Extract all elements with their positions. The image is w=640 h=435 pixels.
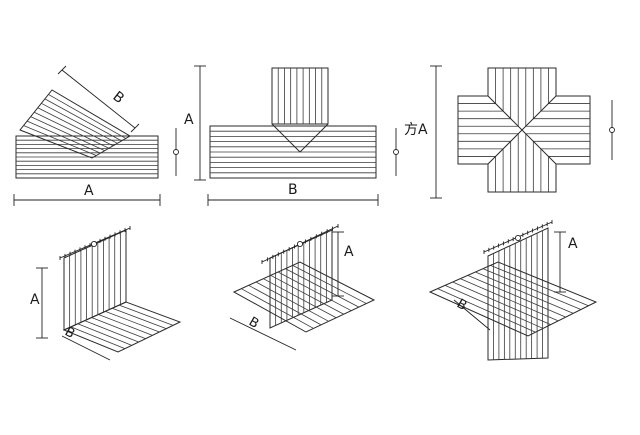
panel-t-joint: A B <box>184 65 399 206</box>
board-outline <box>209 125 377 179</box>
dimension-b-line <box>61 335 111 361</box>
plank-line <box>77 323 132 346</box>
plank-line <box>490 264 589 307</box>
section-mark <box>173 128 179 176</box>
dimension-b-line <box>453 299 491 331</box>
plank-line <box>44 98 122 142</box>
board-outline <box>271 67 329 125</box>
plank-line <box>84 320 139 343</box>
plank-line <box>41 102 118 144</box>
plank-line <box>452 281 551 326</box>
plank-line <box>48 94 126 139</box>
miter-line <box>521 95 557 131</box>
dimension-a-label: A <box>84 183 94 199</box>
plank-line <box>30 116 105 152</box>
panel-3d-l-joint <box>36 226 182 361</box>
diagonal-board <box>19 89 131 159</box>
plank-line <box>285 268 360 308</box>
dimension-a-label: A <box>184 112 194 128</box>
plank-line <box>34 111 110 149</box>
dimension-b <box>207 194 379 206</box>
plank-line <box>112 307 167 330</box>
plank-line <box>91 317 146 340</box>
plank-line <box>248 284 322 326</box>
miter-line <box>521 129 557 165</box>
plank-line <box>105 310 160 333</box>
plank-line <box>255 281 329 322</box>
panel-cross-joint: 方A <box>404 65 615 199</box>
plank-line <box>263 278 337 319</box>
rail-marker <box>90 240 98 248</box>
plank-line <box>437 288 536 333</box>
dimension-a-label: A <box>30 292 40 308</box>
rail-marker <box>514 234 522 242</box>
panel-angled-joint: B A <box>13 65 179 206</box>
dimension-a <box>430 65 442 199</box>
plank-line <box>460 278 559 322</box>
t-vertical-board <box>271 67 329 153</box>
plank-line <box>277 271 352 312</box>
dimension-a-label: A <box>344 244 354 260</box>
plank-line <box>70 326 126 350</box>
miter-line <box>487 129 523 165</box>
dimension-a-label: A <box>568 236 578 252</box>
panel-3d-t-joint <box>229 224 376 351</box>
plank-line <box>98 314 153 336</box>
rail-marker <box>296 240 304 248</box>
plank-line <box>444 284 544 329</box>
cross-boards <box>457 67 591 193</box>
section-mark <box>609 100 615 160</box>
miter-line <box>299 123 329 153</box>
plank-line <box>23 125 97 156</box>
dimension-b <box>57 65 140 133</box>
panel-3d-cross-joint <box>428 220 598 361</box>
plank-line <box>467 274 566 318</box>
plank-line <box>475 271 574 314</box>
board-outline <box>15 135 159 179</box>
plank-line <box>292 264 367 304</box>
plank-line <box>270 274 344 315</box>
miter-line <box>271 123 301 153</box>
dimension-b-label: B <box>110 89 127 108</box>
plank-line <box>26 120 101 154</box>
dimension-b-label: B <box>246 314 261 331</box>
dimension-a <box>194 65 206 181</box>
board-outline <box>487 227 549 361</box>
cross-outline <box>457 67 591 193</box>
t-horizontal-board <box>209 125 377 179</box>
plank-line <box>37 107 114 147</box>
section-mark <box>393 128 399 176</box>
miter-line <box>487 95 523 131</box>
dimension-a <box>13 194 161 206</box>
plank-line <box>241 288 314 329</box>
plank-line <box>482 268 582 310</box>
dimension-b-label: B <box>288 182 298 198</box>
dimension-a-label: 方A <box>404 122 428 138</box>
horizontal-board <box>15 135 159 179</box>
dimension-b-line <box>229 317 297 351</box>
plank-line <box>118 304 174 326</box>
